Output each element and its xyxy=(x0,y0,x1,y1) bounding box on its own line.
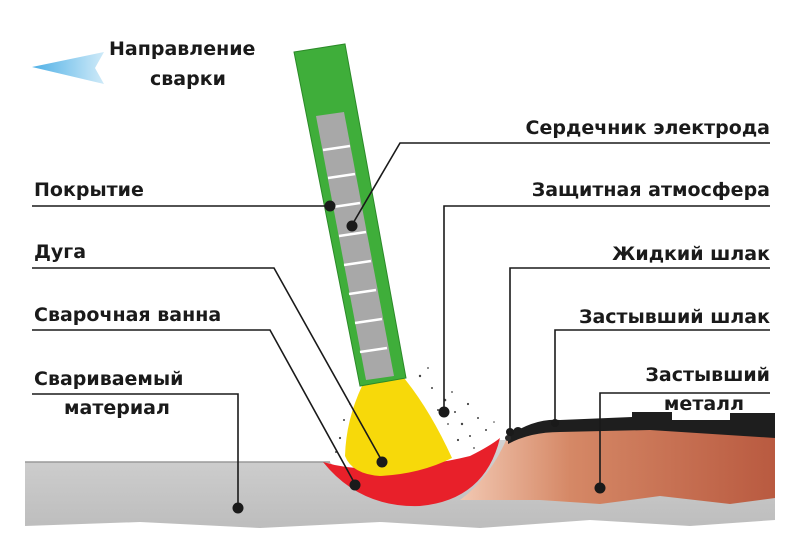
leader-shielding xyxy=(443,205,770,410)
label-shielding-atmosphere: Защитная атмосфера xyxy=(531,179,770,201)
weld-metal-bead xyxy=(460,426,775,504)
label-solid-slag: Застывший шлак xyxy=(578,306,770,328)
shielding-particles xyxy=(335,367,495,453)
label-weld-metal-line2: металл xyxy=(663,393,744,415)
leader-dots xyxy=(232,200,606,514)
slag-droplet xyxy=(513,427,523,437)
leader-arc xyxy=(32,267,383,462)
weld-pool xyxy=(323,438,500,507)
electrode-core-stripes xyxy=(322,144,388,354)
label-base-material-line2: материал xyxy=(64,397,170,419)
leader-solid-slag xyxy=(554,329,770,422)
label-base-material-line1: Свариваемый xyxy=(34,368,184,390)
leader-weld-pool xyxy=(32,329,356,485)
label-direction-line1: Направление xyxy=(109,38,256,60)
leader-weld-metal xyxy=(599,392,770,487)
leader-electrode-core xyxy=(351,142,770,226)
label-direction-line2: сварки xyxy=(150,68,226,90)
solid-slag-layer xyxy=(508,412,775,444)
arc-flame xyxy=(345,378,452,476)
electrode-core xyxy=(316,112,394,380)
label-weld-metal-line1: Застывший xyxy=(645,364,770,386)
label-liquid-slag: Жидкий шлак xyxy=(612,243,770,265)
electrode xyxy=(293,43,407,387)
label-weld-pool: Сварочная ванна xyxy=(34,304,222,326)
label-electrode-core: Сердечник электрода xyxy=(525,117,770,139)
slag-droplet xyxy=(505,435,511,441)
leader-lines xyxy=(32,142,770,507)
label-coating: Покрытие xyxy=(34,179,144,201)
direction-arrow-icon xyxy=(32,52,104,84)
label-arc: Дуга xyxy=(34,241,87,263)
leader-liquid-slag xyxy=(509,267,770,432)
leader-base-material xyxy=(32,393,239,507)
